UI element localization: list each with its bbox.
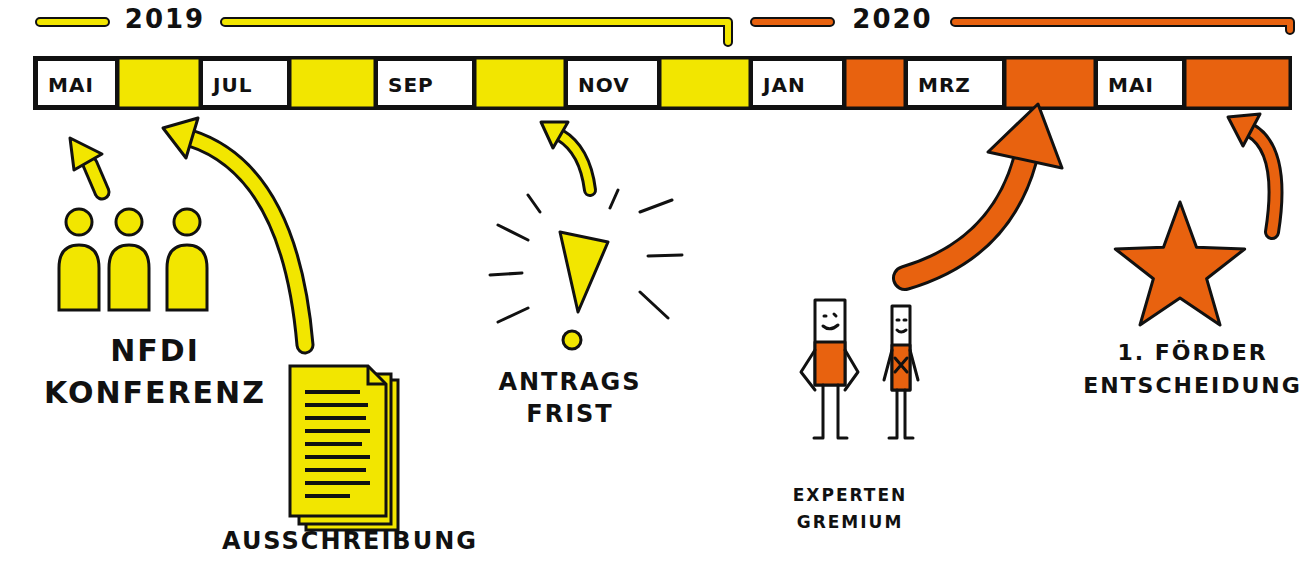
month-name: SEP [388, 73, 434, 97]
month-cell: NOV [565, 58, 660, 108]
person-head [174, 209, 200, 235]
arrow-head [70, 138, 102, 170]
exclamation-icon [490, 190, 682, 349]
pointer-arrows [70, 104, 1276, 345]
arrow-shaft [90, 164, 102, 192]
expert-arms [884, 350, 918, 380]
colored-cells [35, 58, 1290, 108]
arrow-shaft [1250, 130, 1276, 232]
page-fold [368, 366, 386, 384]
month-cell-2019 [118, 58, 200, 108]
person-head [116, 209, 142, 235]
month-name: MAI [1108, 73, 1154, 97]
year-label: 2020 [830, 4, 955, 35]
milestone-label: 1. FÖRDER ENTSCHEIDUNG [1080, 336, 1305, 402]
arrow-outline [1250, 130, 1276, 232]
milestone-label: AUSSCHREIBUNG [210, 527, 490, 556]
month-cell-2020 [1185, 58, 1290, 108]
alert-rays [490, 190, 682, 322]
exclamation-dot [563, 331, 581, 349]
month-cell-2019 [660, 58, 750, 108]
arrow-shaft [190, 138, 305, 345]
milestone-label: EXPERTEN GREMIUM [765, 482, 935, 536]
month-cell: JUL [200, 58, 290, 108]
arrow-head [163, 118, 198, 158]
month-name: JUL [213, 73, 252, 97]
expert-figure [892, 306, 910, 390]
experts-icon [801, 300, 918, 438]
expert-body [815, 342, 845, 385]
timeline-bar [35, 58, 1290, 108]
person-body [109, 245, 149, 310]
expert-face [823, 314, 838, 329]
arrow-shaft [560, 135, 590, 190]
pointer-arrow [163, 118, 305, 345]
pointer-arrow [1228, 114, 1276, 232]
month-name: MAI [48, 73, 94, 97]
pointer-arrow [541, 122, 590, 190]
person-body [59, 245, 99, 310]
pointer-arrow [905, 104, 1062, 278]
milestone-label: NFDI KONFERENZ [30, 330, 280, 414]
bracket-fill [755, 22, 1290, 30]
arrow-outline [190, 138, 305, 345]
person-head [66, 209, 92, 235]
arrow-outline [90, 164, 102, 192]
month-name: MRZ [918, 73, 971, 97]
arrow-head [1228, 114, 1260, 146]
month-cell-2020 [845, 58, 905, 108]
month-cell: MAI [1095, 58, 1185, 108]
arrow-shaft [905, 160, 1025, 278]
month-cell: JAN [750, 58, 845, 108]
expert-arms [801, 350, 858, 390]
month-name: JAN [763, 73, 806, 97]
expert-face [895, 320, 907, 372]
person-body [167, 245, 207, 310]
star-icon [1115, 202, 1244, 325]
document-icon [290, 366, 398, 530]
arrow-outline [560, 135, 590, 190]
expert-figure [815, 300, 845, 385]
month-cell-2019 [475, 58, 565, 108]
exclamation-wedge [560, 232, 608, 312]
expert-legs [889, 390, 913, 438]
text-lines [305, 392, 370, 496]
month-cell: MRZ [905, 58, 1005, 108]
people-icon [59, 209, 207, 310]
year-label: 2019 [105, 4, 225, 35]
month-cell: MAI [35, 58, 118, 108]
milestone-label: ANTRAGS FRIST [480, 366, 660, 431]
arrow-head [988, 104, 1062, 168]
month-name: NOV [578, 73, 630, 97]
month-cell-2019 [290, 58, 375, 108]
expert-body [892, 345, 910, 390]
expert-legs [814, 385, 847, 438]
document-page [290, 366, 386, 516]
month-cell: SEP [375, 58, 475, 108]
month-cell-2020 [1005, 58, 1095, 108]
bracket-outline [755, 22, 1290, 30]
pointer-arrow [70, 138, 102, 192]
arrow-head [541, 122, 568, 148]
arrow-outline [905, 160, 1025, 278]
year-bracket-2020 [755, 22, 1290, 30]
